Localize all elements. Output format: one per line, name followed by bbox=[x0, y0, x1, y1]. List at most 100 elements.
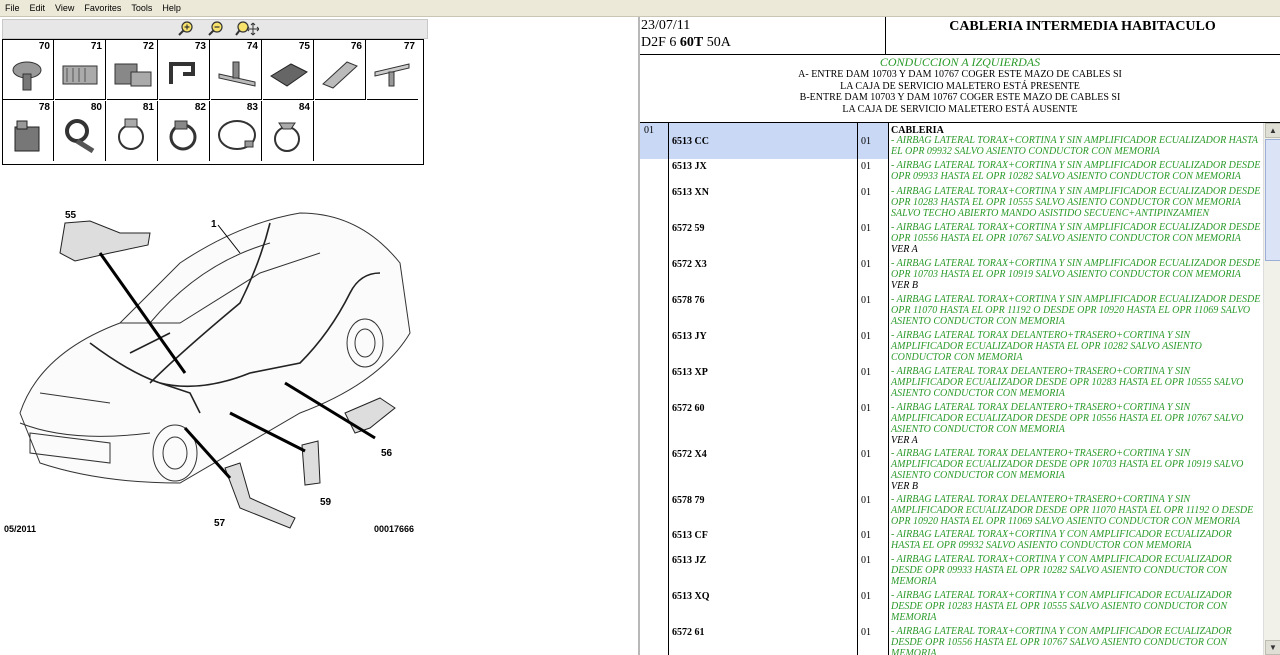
menu-tools[interactable]: Tools bbox=[131, 3, 153, 13]
part-quantity: 01 bbox=[861, 187, 871, 198]
thumbnail-78[interactable]: 78 bbox=[3, 101, 54, 161]
connector-icon bbox=[114, 63, 152, 87]
part-description: - AIRBAG LATERAL TORAX+CORTINA Y SIN AMP… bbox=[891, 160, 1261, 182]
conditions-block: CONDUCCION A IZQUIERDAS A- ENTRE DAM 107… bbox=[640, 55, 1280, 123]
part-quantity: 01 bbox=[861, 555, 871, 566]
part-description: - AIRBAG LATERAL TORAX+CORTINA Y SIN AMP… bbox=[891, 135, 1258, 157]
part-description: - AIRBAG LATERAL TORAX+CORTINA Y CON AMP… bbox=[891, 554, 1232, 587]
thumbnail-82[interactable]: 82 bbox=[159, 101, 210, 161]
thumbnail-83[interactable]: 83 bbox=[211, 101, 262, 161]
diagram-pane: 70 71 72 73 74 75 76 77 78 80 81 82 83 8… bbox=[0, 17, 638, 655]
car-wiring-diagram: 55 1 56 59 57 bbox=[19, 210, 411, 529]
part-quantity: 01 bbox=[861, 223, 871, 234]
part-description: - AIRBAG LATERAL TORAX DELANTERO+TRASERO… bbox=[891, 402, 1244, 446]
connector-icon bbox=[62, 65, 98, 85]
part-reference[interactable]: 6513 JZ bbox=[672, 555, 707, 566]
part-reference[interactable]: 6513 CC bbox=[672, 136, 709, 147]
thumbnail-70[interactable]: 70 bbox=[3, 40, 54, 100]
part-description: - AIRBAG LATERAL TORAX+CORTINA Y SIN AMP… bbox=[891, 258, 1261, 291]
thumbnail-74[interactable]: 74 bbox=[211, 40, 262, 100]
plate-icon bbox=[270, 63, 308, 87]
condition-line: LA CAJA DE SERVICIO MALETERO ESTÁ PRESEN… bbox=[840, 80, 1080, 92]
part-reference[interactable]: 6572 59 bbox=[672, 223, 705, 234]
strap-icon bbox=[218, 61, 256, 87]
diagram-date: 05/2011 bbox=[4, 524, 37, 534]
diagram-label-57: 57 bbox=[214, 518, 226, 529]
menu-bar: File Edit View Favorites Tools Help bbox=[0, 0, 1280, 17]
part-description: - AIRBAG LATERAL TORAX+CORTINA Y SIN AMP… bbox=[891, 186, 1261, 219]
zoom-in-icon[interactable] bbox=[177, 21, 195, 37]
menu-edit[interactable]: Edit bbox=[29, 3, 46, 13]
part-quantity: 01 bbox=[861, 259, 871, 270]
clamp-icon bbox=[169, 120, 197, 151]
part-description: - AIRBAG LATERAL TORAX+CORTINA Y SIN AMP… bbox=[891, 294, 1261, 327]
zoom-toolbar bbox=[2, 19, 428, 39]
part-reference[interactable]: 6513 XP bbox=[672, 367, 708, 378]
parts-header: 23/07/11 D2F 6 60T 50A CABLERIA INTERMED… bbox=[640, 17, 1280, 55]
diagram-code: 00017666 bbox=[374, 524, 415, 534]
condition-line: A- ENTRE DAM 10703 Y DAM 10767 COGER EST… bbox=[798, 69, 1122, 80]
zoom-out-icon[interactable] bbox=[207, 21, 225, 37]
part-reference[interactable]: 6513 XQ bbox=[672, 591, 710, 602]
thumbnail-75[interactable]: 75 bbox=[263, 40, 314, 100]
clamp-icon bbox=[65, 119, 95, 154]
scrollbar-thumb[interactable] bbox=[1265, 139, 1280, 261]
thumbnail-71[interactable]: 71 bbox=[55, 40, 106, 100]
part-reference[interactable]: 6578 76 bbox=[672, 295, 705, 306]
menu-help[interactable]: Help bbox=[162, 3, 181, 13]
part-description: - AIRBAG LATERAL TORAX+CORTINA Y CON AMP… bbox=[891, 529, 1232, 551]
scroll-down-icon[interactable]: ▼ bbox=[1265, 640, 1280, 655]
bracket-icon bbox=[169, 62, 195, 84]
clamp-icon bbox=[118, 118, 144, 150]
part-quantity: 01 bbox=[861, 449, 871, 460]
cable-tie-icon bbox=[218, 120, 256, 150]
part-reference[interactable]: 6572 X4 bbox=[672, 449, 707, 460]
part-description: - AIRBAG LATERAL TORAX DELANTERO+TRASERO… bbox=[891, 330, 1202, 363]
pane-splitter[interactable] bbox=[638, 17, 640, 655]
part-quantity: 01 bbox=[861, 295, 871, 306]
part-reference[interactable]: 6513 CF bbox=[672, 530, 708, 541]
thumbnail-76[interactable]: 76 bbox=[315, 40, 366, 100]
thumbnail-72[interactable]: 72 bbox=[107, 40, 158, 100]
menu-file[interactable]: File bbox=[5, 3, 20, 13]
clip-icon bbox=[374, 63, 410, 87]
menu-view[interactable]: View bbox=[55, 3, 75, 13]
part-quantity: 01 bbox=[861, 591, 871, 602]
selected-row-highlight bbox=[640, 123, 888, 159]
part-description: - AIRBAG LATERAL TORAX DELANTERO+TRASERO… bbox=[891, 494, 1254, 527]
part-reference[interactable]: 6513 XN bbox=[672, 187, 709, 198]
part-reference[interactable]: 6513 JX bbox=[672, 161, 707, 172]
diagram-label-55: 55 bbox=[65, 210, 77, 221]
part-reference[interactable]: 6572 X3 bbox=[672, 259, 707, 270]
thumbnail-73[interactable]: 73 bbox=[159, 40, 210, 100]
thumbnail-84[interactable]: 84 bbox=[263, 101, 314, 161]
thumbnail-80[interactable]: 80 bbox=[55, 101, 106, 161]
part-description: - AIRBAG LATERAL TORAX+CORTINA Y SIN AMP… bbox=[891, 222, 1261, 255]
menu-favorites[interactable]: Favorites bbox=[84, 3, 122, 13]
part-reference[interactable]: 6578 79 bbox=[672, 495, 705, 506]
thumbnail-77[interactable]: 77 bbox=[367, 40, 418, 100]
page-title: CABLERIA INTERMEDIA HABITACULO bbox=[949, 19, 1216, 34]
part-description: - AIRBAG LATERAL TORAX DELANTERO+TRASERO… bbox=[891, 448, 1244, 492]
part-quantity: 01 bbox=[861, 495, 871, 506]
thumbnail-81[interactable]: 81 bbox=[107, 101, 158, 161]
scroll-up-icon[interactable]: ▲ bbox=[1265, 123, 1280, 138]
vertical-scrollbar[interactable]: ▲ ▼ bbox=[1263, 123, 1280, 655]
conditions-title: CONDUCCION A IZQUIERDAS bbox=[879, 55, 1041, 69]
box-icon bbox=[14, 120, 40, 152]
clip-icon bbox=[12, 61, 42, 91]
part-reference[interactable]: 6572 61 bbox=[672, 627, 705, 638]
pan-zoom-icon[interactable] bbox=[235, 21, 260, 37]
vehicle-info: 23/07/11 D2F 6 60T 50A bbox=[640, 17, 886, 54]
part-quantity: 01 bbox=[861, 136, 871, 147]
part-description: - AIRBAG LATERAL TORAX DELANTERO+TRASERO… bbox=[891, 366, 1244, 399]
part-reference[interactable]: 6513 JY bbox=[672, 331, 707, 342]
condition-line: LA CAJA DE SERVICIO MALETERO ESTÁ AUSENT… bbox=[842, 103, 1078, 115]
diagram-label-56: 56 bbox=[381, 448, 393, 459]
header-date: 23/07/11 bbox=[641, 18, 691, 33]
part-reference[interactable]: 6572 60 bbox=[672, 403, 705, 414]
part-description: - AIRBAG LATERAL TORAX+CORTINA Y CON AMP… bbox=[891, 590, 1232, 623]
parts-list-pane: 23/07/11 D2F 6 60T 50A CABLERIA INTERMED… bbox=[640, 17, 1280, 655]
part-quantity: 01 bbox=[861, 367, 871, 378]
